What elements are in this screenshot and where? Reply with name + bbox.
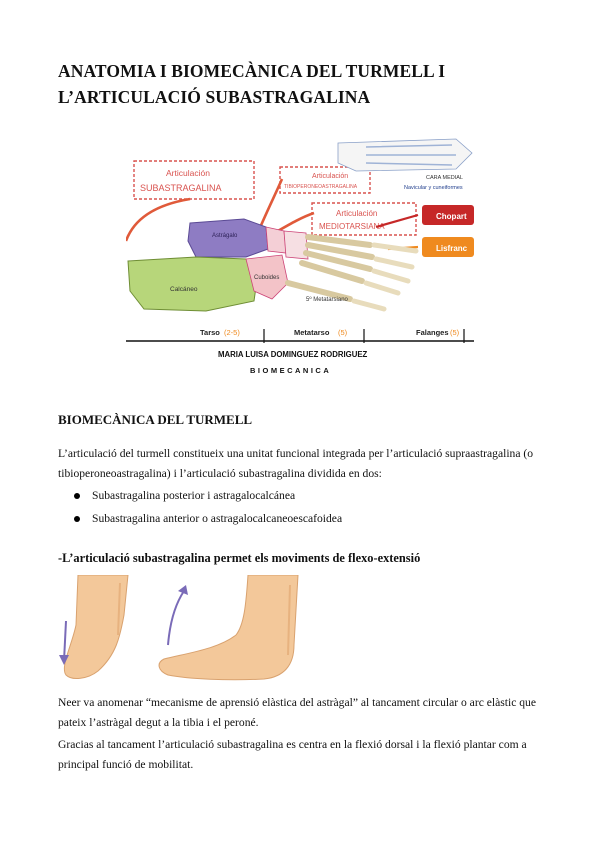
cuneiformes-bones xyxy=(283,230,309,260)
calcaneo-bone xyxy=(127,256,259,312)
bullet-list: Subastragalina posterior i astragalocalc… xyxy=(58,486,342,532)
lisfranc-label: Lisfranc xyxy=(436,244,468,253)
medial-view-thumbnail: CARA MEDIAL Navicular y cuneiformes xyxy=(337,138,473,191)
title-line-2: L’ARTICULACIÓ SUBASTRAGALINA xyxy=(58,87,371,107)
escafoides-bone xyxy=(265,226,287,254)
svg-text:Navicular y cuneiformes: Navicular y cuneiformes xyxy=(404,185,463,191)
lisfranc-tag xyxy=(422,237,474,257)
plantar-flexion-arrow xyxy=(63,620,67,662)
svg-text:Articulación: Articulación xyxy=(336,209,377,218)
chopart-tag xyxy=(422,205,474,225)
chopart-label: Chopart xyxy=(436,212,467,221)
svg-text:Calcáneo: Calcáneo xyxy=(170,286,198,293)
bullet-icon xyxy=(74,493,80,499)
right-foot xyxy=(158,575,299,681)
section-heading: BIOMECÀNICA DEL TURMELL xyxy=(58,412,253,427)
paragraph-3: Gracias al tancament l’articulació subas… xyxy=(58,738,527,771)
author-name: MARIA LUISA DOMINGUEZ RODRIGUEZ xyxy=(218,350,368,359)
svg-text:(2-5): (2-5) xyxy=(224,328,240,337)
svg-text:Articulación: Articulación xyxy=(312,173,348,180)
svg-text:(5): (5) xyxy=(338,328,348,337)
subastragalina-label-2: SUBASTRAGALINA xyxy=(140,183,222,193)
svg-text:5º Metatarsiano: 5º Metatarsiano xyxy=(306,296,349,303)
figure-subtitle: BIOMECANICA xyxy=(250,366,331,375)
svg-text:Cuboides: Cuboides xyxy=(254,275,279,281)
svg-text:Tarso: Tarso xyxy=(200,328,220,337)
subastragalina-box xyxy=(133,160,255,200)
astragalo-bone xyxy=(187,218,269,258)
list-item: Subastragalina posterior i astragalocalc… xyxy=(58,486,342,509)
svg-text:Astrágalo: Astrágalo xyxy=(212,233,238,239)
foot-flexion-illustration xyxy=(58,575,315,685)
tibio-box xyxy=(279,166,371,194)
arrow-subastragalina xyxy=(126,197,191,242)
svg-text:MEDIOTARSIANA: MEDIOTARSIANA xyxy=(319,222,385,231)
title-line-1: ANATOMIA I BIOMECÀNICA DEL TURMELL I xyxy=(58,61,446,81)
phalanges xyxy=(351,242,419,312)
svg-text:(5): (5) xyxy=(450,328,460,337)
paragraph-2: Neer va anomenar “mecanisme de aprensió … xyxy=(58,696,536,729)
bullet-icon xyxy=(74,516,80,522)
foot-anatomy-figure: Articulación SUBASTRAGALINA Articulación… xyxy=(126,138,474,375)
mediotarsiana-box xyxy=(311,202,417,236)
svg-text:Falanges: Falanges xyxy=(416,328,449,337)
paragraph-1: L’articulació del turmell constitueix un… xyxy=(58,447,534,480)
svg-text:TIBIOPERONEOASTRAGALINA: TIBIOPERONEOASTRAGALINA xyxy=(284,184,358,190)
left-foot xyxy=(63,575,129,679)
metatarsals xyxy=(285,234,375,302)
cuboides-bone xyxy=(245,254,289,300)
list-item: Subastragalina anterior o astragalocalca… xyxy=(58,509,342,532)
document-title: ANATOMIA I BIOMECÀNICA DEL TURMELL I L’A… xyxy=(58,58,548,110)
svg-text:Metatarso: Metatarso xyxy=(294,328,330,337)
svg-text:CARA MEDIAL: CARA MEDIAL xyxy=(426,175,463,181)
subheading: -L’articulació subastragalina permet els… xyxy=(58,551,421,565)
subastragalina-label-1: Articulación xyxy=(166,168,210,178)
dorsal-flexion-arrow xyxy=(167,590,185,646)
